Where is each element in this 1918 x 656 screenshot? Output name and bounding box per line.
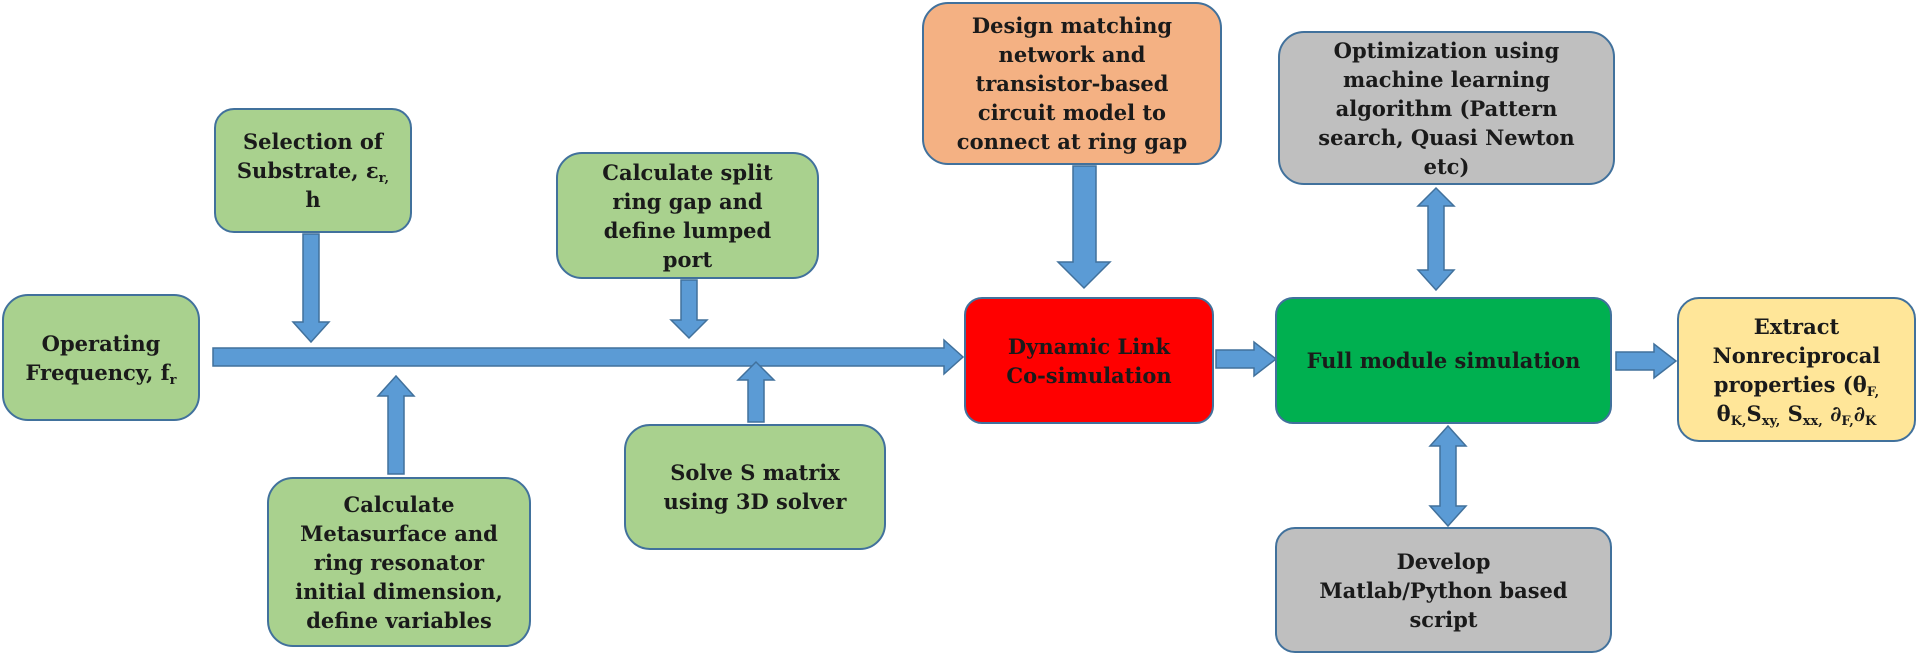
solve-s-matrix-label: Solve S matrix using 3D solver: [663, 460, 847, 514]
matching-network-label: Design matching network and transistor-b…: [956, 13, 1188, 154]
optimization-box: Optimization using machine learning algo…: [1278, 31, 1615, 185]
solve-s-matrix-box: Solve S matrix using 3D solver: [624, 424, 886, 550]
extract-line4: θK,Sxy, Sxx, ∂F,∂K: [1713, 399, 1881, 428]
split-ring-label: Calculate split ring gap and define lump…: [602, 159, 773, 272]
arrow-script-double: [1428, 424, 1468, 528]
substrate-box: Selection of Substrate, εr, h: [214, 108, 412, 233]
arrow-dynamic-to-full: [1215, 340, 1278, 378]
substrate-line1: Selection of: [243, 129, 383, 154]
full-module-label: Full module simulation: [1306, 348, 1581, 373]
partial-k-symbol: ∂: [1853, 400, 1865, 426]
extract-line3: properties (θ: [1713, 371, 1867, 397]
full-module-box: Full module simulation: [1275, 297, 1612, 424]
s-xy-symbol: S: [1746, 400, 1762, 426]
s-xy-subscript: xy,: [1761, 413, 1781, 429]
extract-line1: Extract: [1753, 313, 1840, 339]
metasurface-box: Calculate Metasurface and ring resonator…: [267, 477, 531, 647]
metasurface-label: Calculate Metasurface and ring resonator…: [295, 491, 503, 633]
extract-line3-subscript: F,: [1866, 384, 1880, 400]
operating-frequency-subscript: r: [169, 372, 177, 388]
s-xx-symbol: S: [1787, 400, 1803, 426]
arrow-substrate-down: [291, 233, 331, 344]
arrow-metasurface-up: [376, 374, 416, 475]
arrow-full-to-extract: [1615, 342, 1678, 380]
arrow-solves-up: [736, 360, 776, 423]
split-ring-box: Calculate split ring gap and define lump…: [556, 152, 819, 279]
substrate-line3: h: [305, 187, 321, 212]
partial-f-subscript: F,: [1841, 413, 1854, 429]
substrate-subscript: r,: [378, 171, 390, 186]
arrow-optimization-double: [1416, 186, 1456, 292]
theta-k-subscript: K,: [1730, 413, 1747, 429]
theta-k-symbol: θ: [1716, 400, 1731, 426]
arrow-splitring-down: [669, 279, 709, 340]
partial-f-symbol: ∂: [1830, 400, 1842, 426]
partial-k-subscript: K: [1865, 413, 1877, 429]
substrate-line2: Substrate, ε: [236, 158, 379, 183]
arrow-matching-down: [1056, 165, 1112, 290]
extract-properties-box: Extract Nonreciprocal properties (θF, θK…: [1677, 297, 1916, 442]
s-xx-subscript: xx,: [1802, 413, 1823, 429]
script-box: Develop Matlab/Python based script: [1275, 527, 1612, 653]
operating-frequency-label: Operating Frequency, f: [25, 330, 170, 385]
main-flow-arrow: [212, 338, 965, 376]
operating-frequency-box: Operating Frequency, fr: [2, 294, 200, 421]
matching-network-box: Design matching network and transistor-b…: [922, 2, 1222, 165]
script-label: Develop Matlab/Python based script: [1319, 548, 1568, 632]
dynamic-link-label: Dynamic Link Co-simulation: [1006, 333, 1172, 388]
dynamic-link-box: Dynamic Link Co-simulation: [964, 297, 1214, 424]
extract-line2: Nonreciprocal: [1712, 342, 1881, 368]
optimization-label: Optimization using machine learning algo…: [1318, 37, 1575, 179]
